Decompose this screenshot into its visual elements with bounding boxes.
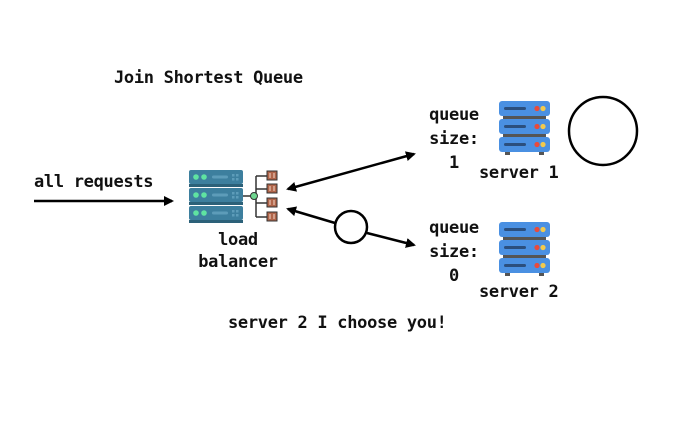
queue-size-value: 1: [449, 153, 459, 173]
diagram-title: Join Shortest Queue: [114, 68, 303, 88]
server2-queue-label: queue size: 0: [422, 216, 486, 288]
port-icon: [266, 183, 278, 194]
caption: server 2 I choose you!: [228, 313, 447, 333]
all-requests-label: all requests: [34, 172, 154, 192]
load-balancer-label-line2: balancer: [198, 252, 278, 272]
load-balancer-label: load balancer: [188, 229, 288, 273]
queued-request: [567, 95, 639, 167]
server1-label: server 1: [479, 163, 559, 183]
size-label-text: size:: [429, 129, 479, 149]
server1-queue-label: queue size: 1: [422, 103, 486, 175]
queue-size-value: 0: [449, 266, 459, 286]
queue-label-text: queue: [429, 218, 479, 238]
arrow-request-to-server2: [366, 231, 416, 248]
size-label-text: size:: [429, 242, 479, 262]
arrow-lb-to-request: [286, 206, 336, 225]
server1-icon: [499, 101, 550, 155]
server2-icon: [499, 222, 550, 276]
port-icon: [266, 170, 278, 181]
arrow-to-server1: [286, 151, 416, 192]
port-icon: [266, 211, 278, 222]
port-icon: [266, 197, 278, 208]
request-in-transit: [333, 209, 369, 245]
load-balancer-icon: [189, 170, 278, 223]
load-balancer-label-line1: load: [218, 230, 258, 250]
server2-label: server 2: [479, 282, 559, 302]
queue-label-text: queue: [429, 105, 479, 125]
